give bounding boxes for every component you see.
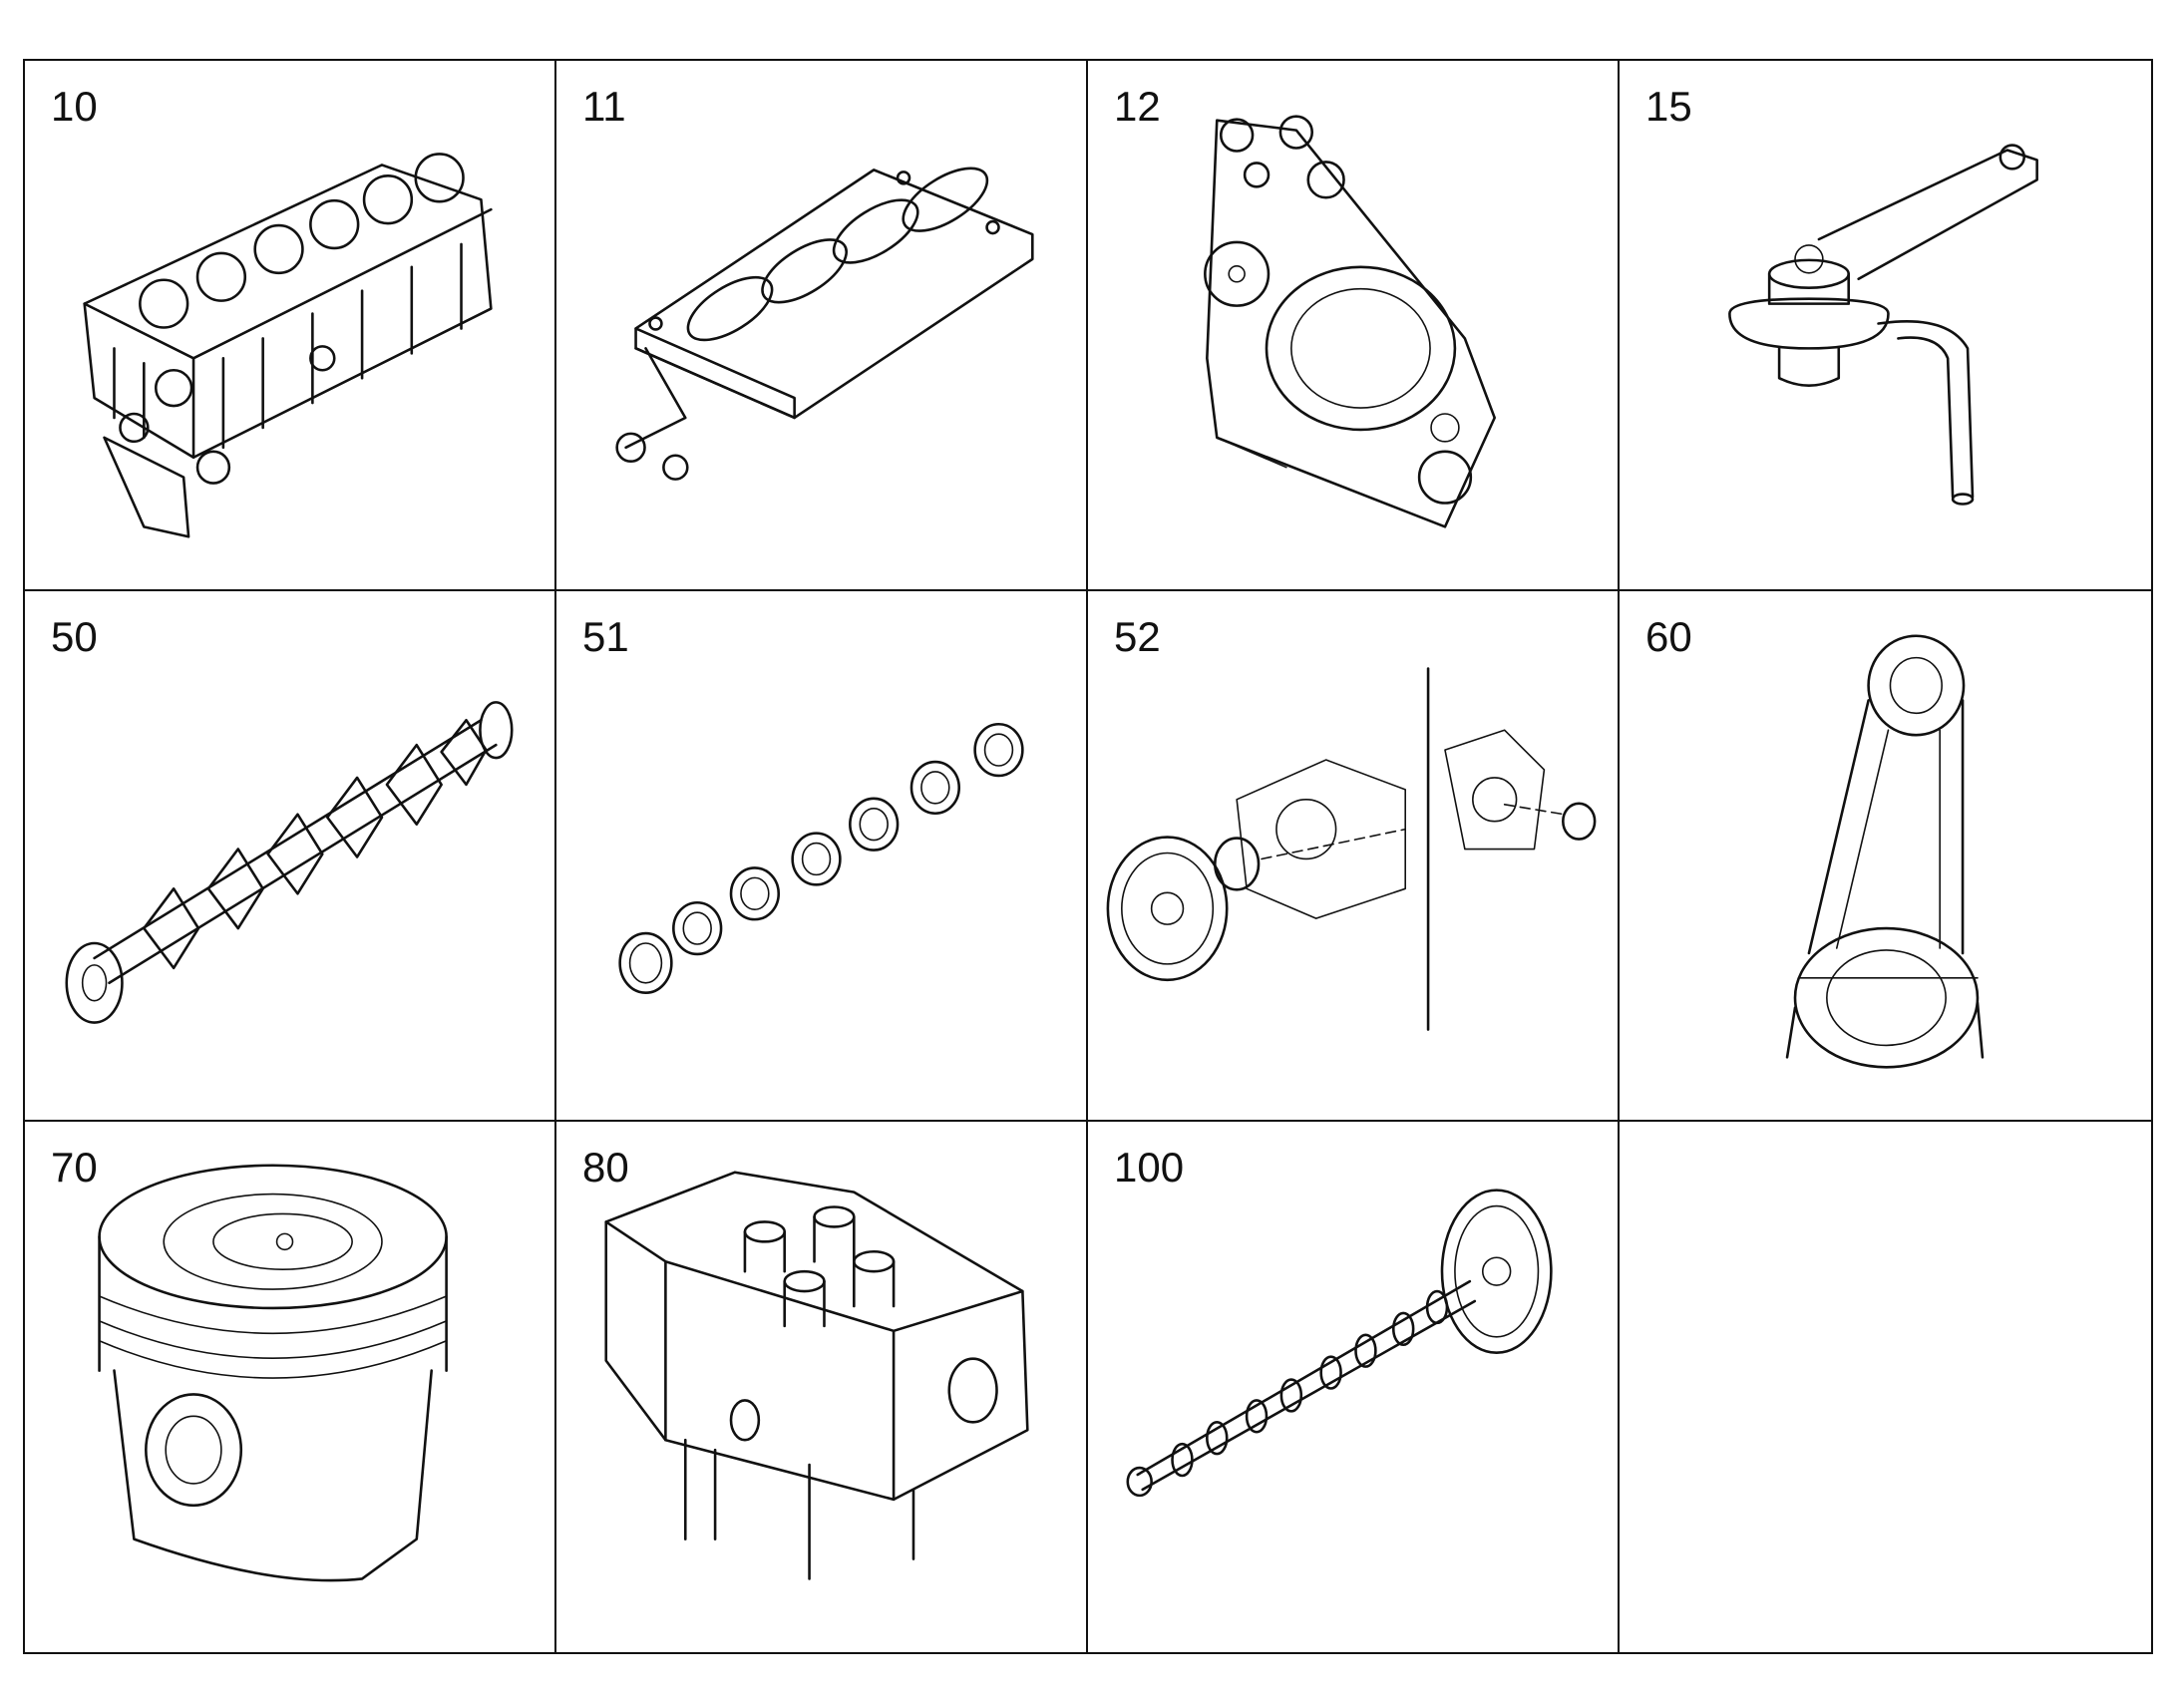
- part-number: 70: [51, 1144, 98, 1191]
- cylinder-head-icon: [604, 1171, 1029, 1580]
- part-number: 12: [1114, 83, 1161, 130]
- part-cell-70[interactable]: 70: [25, 1122, 556, 1652]
- part-number: 50: [51, 613, 98, 660]
- connecting-rod-icon: [1785, 634, 1985, 1069]
- empty-cell: [1620, 1122, 2151, 1652]
- part-number: 10: [51, 83, 98, 130]
- bearing-bridge-icon: [615, 167, 1034, 481]
- part-cell-52[interactable]: 52: [1088, 591, 1620, 1122]
- part-cell-15[interactable]: 15: [1620, 61, 2151, 591]
- part-number: 100: [1114, 1144, 1185, 1191]
- flywheel-assembly-icon: [1106, 667, 1597, 1031]
- part-number: 11: [582, 83, 626, 130]
- piston-icon: [98, 1164, 448, 1582]
- camshaft-icon: [1126, 1189, 1553, 1498]
- part-cell-12[interactable]: 12: [1088, 61, 1620, 591]
- engine-block-icon: [83, 153, 493, 538]
- part-number: 80: [582, 1144, 629, 1191]
- part-number: 60: [1645, 613, 1692, 660]
- part-cell-10[interactable]: 10: [25, 61, 556, 591]
- main-bearing-shells-icon: [618, 722, 1024, 995]
- part-number: 15: [1645, 83, 1692, 130]
- part-cell-60[interactable]: 60: [1620, 591, 2151, 1122]
- part-number: 52: [1114, 613, 1161, 660]
- part-cell-11[interactable]: 11: [556, 61, 1088, 591]
- part-cell-50[interactable]: 50: [25, 591, 556, 1122]
- parts-grid: 10 11: [23, 59, 2153, 1654]
- part-cell-51[interactable]: 51: [556, 591, 1088, 1122]
- part-cell-100[interactable]: 100: [1088, 1122, 1620, 1652]
- part-number: 51: [582, 613, 629, 660]
- crankshaft-icon: [65, 701, 514, 1024]
- part-cell-80[interactable]: 80: [556, 1122, 1088, 1652]
- oil-spray-nozzle-icon: [1728, 144, 2038, 506]
- timing-case-icon: [1204, 115, 1496, 528]
